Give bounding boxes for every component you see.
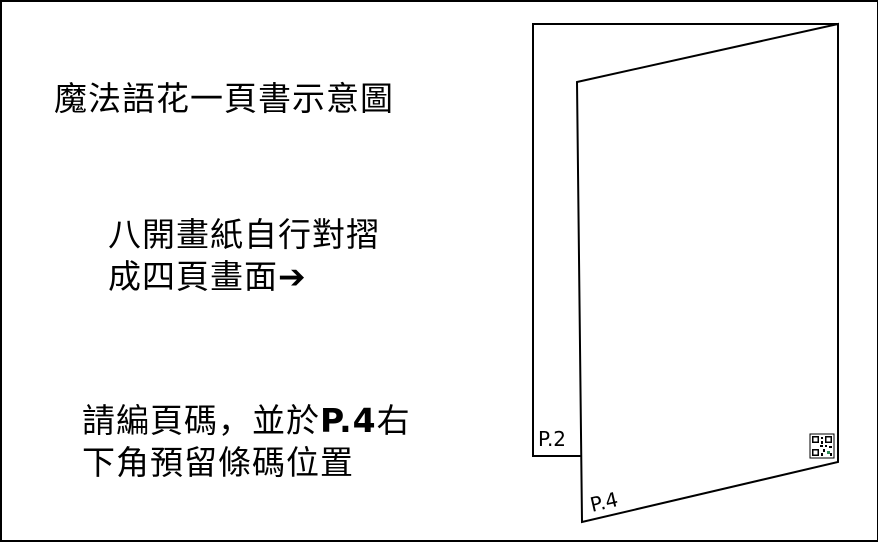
front-page — [575, 22, 839, 524]
numbering-instruction-line-2: 下角預留條碼位置 — [82, 443, 354, 483]
back-page-label: P.2 — [538, 427, 566, 451]
page-title: 魔法語花一頁書示意圖 — [54, 79, 394, 118]
fold-instruction-line-2: 成四頁畫面➔ — [108, 257, 307, 297]
page-4-reference: P.4 — [320, 401, 377, 440]
numbering-instruction: 請編頁碼，並於P.4右 下角預留條碼位置 — [82, 400, 411, 484]
numbering-instruction-line-1: 請編頁碼，並於P.4右 — [82, 400, 411, 442]
fold-instruction: 八開畫紙自行對摺 成四頁畫面➔ — [108, 214, 380, 298]
fold-instruction-line-1: 八開畫紙自行對摺 — [108, 215, 380, 254]
numbering-text-c: 右 — [376, 401, 411, 440]
numbering-text-a: 請編頁碼，並於 — [82, 401, 320, 440]
qr-code-icon — [809, 433, 835, 459]
